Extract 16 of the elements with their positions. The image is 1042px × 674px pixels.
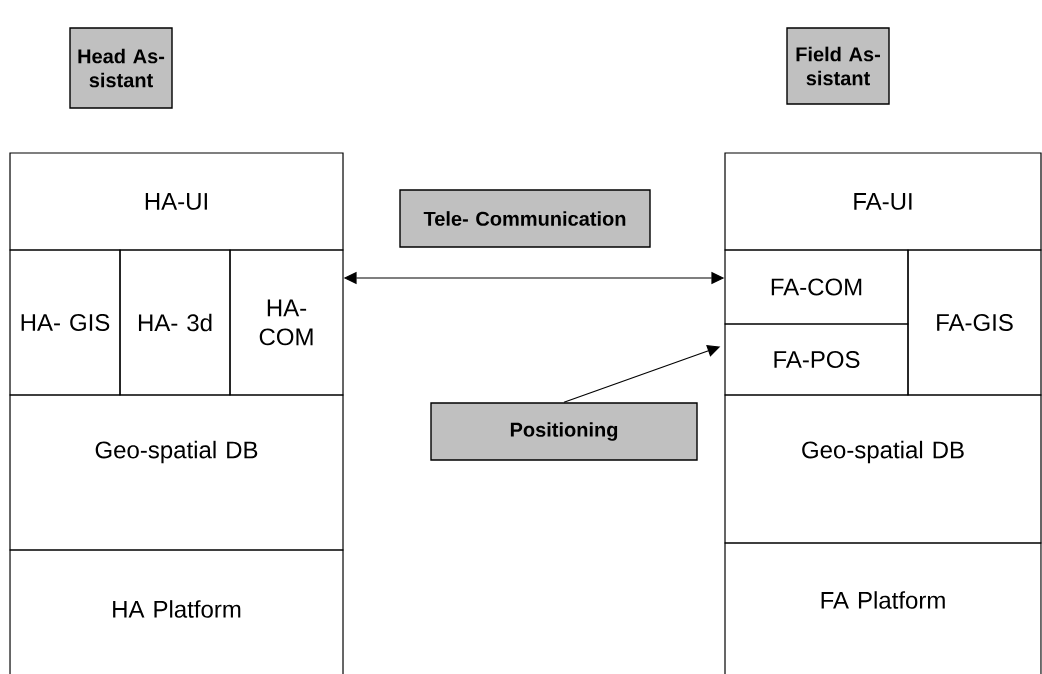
layer-box: HA-UI bbox=[9, 152, 344, 251]
layer-box: HA- GIS bbox=[9, 249, 121, 396]
layer-box: FA Platform bbox=[724, 542, 1042, 674]
layer-box: FA-POS bbox=[724, 323, 909, 396]
component-box: Positioning bbox=[430, 402, 698, 461]
layer-box: HA- 3d bbox=[119, 249, 231, 396]
layer-box: Geo-spatial DB bbox=[724, 394, 1042, 544]
layer-box: HA Platform bbox=[9, 549, 344, 674]
layer-box: FA-GIS bbox=[907, 249, 1042, 396]
layer-box: Geo-spatial DB bbox=[9, 394, 344, 551]
component-box: Head As- sistant bbox=[69, 27, 173, 109]
layer-box: FA-UI bbox=[724, 152, 1042, 251]
component-box: Tele- Communication bbox=[399, 189, 651, 248]
layer-box: HA- COM bbox=[229, 249, 344, 396]
component-box: Field As- sistant bbox=[786, 27, 890, 105]
layer-box: FA-COM bbox=[724, 249, 909, 325]
